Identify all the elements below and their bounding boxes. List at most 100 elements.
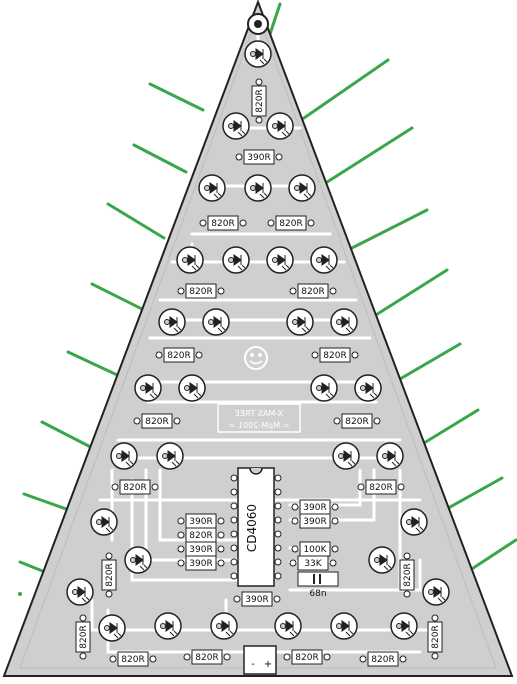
- resistor: 100K: [291, 541, 339, 557]
- resistor: 390R: [291, 499, 339, 515]
- resistor: 820R: [199, 215, 247, 231]
- ic-chip: CD4060: [230, 467, 282, 587]
- resistor: 820R: [427, 614, 443, 660]
- led: [354, 374, 382, 402]
- title-line-2: = MpM-2001 =: [229, 421, 290, 430]
- resistor-label: 820R: [369, 483, 392, 493]
- resistor-label: 390R: [303, 517, 326, 527]
- resistor-group: 820R 390R 820R 820R 820R 820R 820R 820R 820R 820R…: [75, 78, 443, 667]
- resistor-label: 390R: [303, 503, 326, 513]
- resistor-label: 820R: [345, 417, 368, 427]
- led: [156, 442, 184, 470]
- resistor: 820R: [109, 651, 157, 667]
- resistor-label: 390R: [189, 545, 212, 555]
- resistor-label: 820R: [301, 287, 324, 297]
- resistor: 820R: [75, 614, 91, 660]
- resistor: 820R: [133, 413, 181, 429]
- resistor-label: 390R: [247, 153, 270, 163]
- title-line-1: X-MAS TREE: [235, 409, 284, 418]
- led: [158, 308, 186, 336]
- resistor-label: 820R: [211, 219, 234, 229]
- resistor-label: 390R: [189, 517, 212, 527]
- led: [422, 578, 450, 606]
- led: [330, 612, 358, 640]
- led: [286, 308, 314, 336]
- resistor-label: 820R: [255, 89, 265, 112]
- resistor: 820R: [289, 283, 337, 299]
- resistor: 820R: [333, 413, 381, 429]
- led: [244, 40, 272, 68]
- title-plate: X-MAS TREE = MpM-2001 =: [217, 403, 301, 433]
- led: [222, 112, 250, 140]
- led: [288, 174, 316, 202]
- smiley-logo: [244, 346, 268, 370]
- battery-terminal: - +: [243, 645, 277, 675]
- resistor: 820R: [311, 347, 359, 363]
- resistor-label: 820R: [189, 287, 212, 297]
- led: [266, 246, 294, 274]
- led: [222, 246, 250, 274]
- led: [310, 246, 338, 274]
- resistor: 820R: [177, 527, 225, 543]
- resistor: 33K: [289, 555, 337, 571]
- resistor-label: 820R: [167, 351, 190, 361]
- resistor-label: 820R: [295, 653, 318, 663]
- resistor: 820R: [359, 651, 407, 667]
- resistor: 390R: [177, 555, 225, 571]
- led: [176, 246, 204, 274]
- led: [274, 612, 302, 640]
- resistor-label: 820R: [121, 655, 144, 665]
- resistor-label: 100K: [303, 545, 327, 555]
- mounting-hole: [247, 13, 269, 35]
- resistor-label: 820R: [279, 219, 302, 229]
- resistor-label: 33K: [304, 559, 322, 569]
- resistor-label: 820R: [189, 531, 212, 541]
- led: [110, 442, 138, 470]
- led: [198, 174, 226, 202]
- led: [332, 442, 360, 470]
- led-group: [66, 40, 450, 642]
- led: [154, 612, 182, 640]
- resistor: 820R: [155, 347, 203, 363]
- capacitor: 68n: [297, 571, 339, 599]
- chip-label: CD4060: [245, 504, 259, 552]
- resistor-label: 820R: [371, 655, 394, 665]
- resistor: 820R: [177, 283, 225, 299]
- resistor-label: 820R: [123, 483, 146, 493]
- resistor: 390R: [291, 513, 339, 529]
- resistor-label: 820R: [145, 417, 168, 427]
- resistor-label: 820R: [105, 563, 115, 586]
- resistor: 390R: [235, 149, 283, 165]
- led: [98, 614, 126, 642]
- resistor: 820R: [111, 479, 159, 495]
- resistor-label: 820R: [323, 351, 346, 361]
- battery-plus: +: [264, 659, 272, 670]
- resistor: 820R: [101, 552, 117, 598]
- resistor-label: 820R: [431, 625, 441, 648]
- led: [134, 374, 162, 402]
- led: [244, 174, 272, 202]
- resistor: 390R: [177, 513, 225, 529]
- resistor-label: 820R: [79, 625, 89, 648]
- resistor: 820R: [267, 215, 315, 231]
- led: [330, 308, 358, 336]
- resistor-label: 820R: [403, 563, 413, 586]
- led: [178, 374, 206, 402]
- battery-minus: -: [251, 659, 255, 670]
- resistor: 820R: [251, 78, 267, 124]
- led: [390, 612, 418, 640]
- resistor: 390R: [177, 541, 225, 557]
- led: [66, 578, 94, 606]
- resistor: 820R: [399, 552, 415, 598]
- led: [266, 112, 294, 140]
- led: [310, 374, 338, 402]
- resistor-label: 390R: [245, 595, 268, 605]
- led: [400, 508, 428, 536]
- led: [202, 308, 230, 336]
- led: [90, 508, 118, 536]
- resistor: 390R: [233, 591, 281, 607]
- resistor: 820R: [357, 479, 405, 495]
- capacitor-label: 68n: [309, 589, 326, 599]
- resistor: 820R: [183, 649, 231, 665]
